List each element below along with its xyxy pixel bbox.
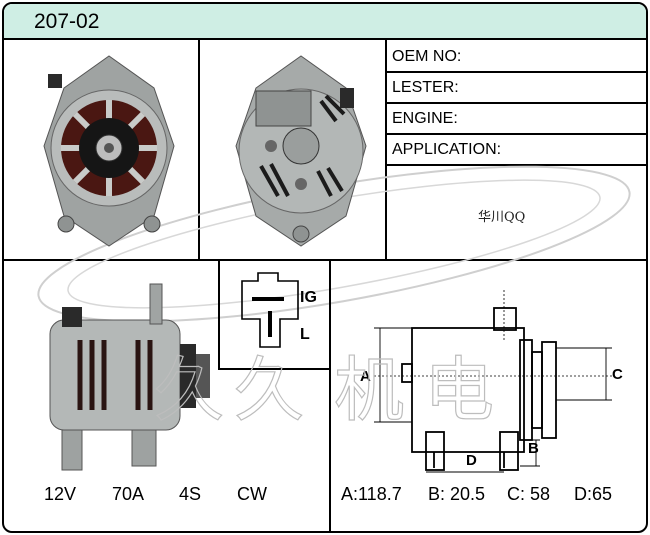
field-divider-3: [385, 133, 646, 135]
dimension-d-value: D:65: [574, 484, 613, 504]
terminal-l-label: L: [300, 326, 310, 343]
spec-rotation: CW: [237, 484, 267, 504]
spec-pulley: 4S: [179, 484, 202, 504]
connector-diagram: [241, 272, 299, 348]
dimension-b-value: B: 20.5: [428, 484, 486, 504]
dimension-letter-d: D: [466, 452, 477, 469]
terminal-ig-label: IG: [300, 289, 317, 306]
divider-middle: [4, 259, 646, 261]
dimension-letter-a: A: [360, 368, 371, 385]
application-label: APPLICATION:: [392, 141, 502, 158]
divider-top-left: [198, 40, 200, 259]
watermark-char-3: 机: [333, 348, 404, 431]
engine-label: ENGINE:: [392, 110, 458, 127]
alternator-side-photo: [49, 283, 210, 471]
watermark-qq: 华川QQ: [478, 210, 526, 225]
watermark-char-4: 电: [423, 348, 494, 431]
alternator-front-photo: [43, 55, 175, 247]
connector-box-bottom: [218, 368, 330, 370]
dimension-drawing: [374, 290, 614, 473]
dimension-c-value: C: 58: [507, 484, 551, 504]
field-divider-1: [385, 71, 646, 73]
alternator-rear-photo: [235, 55, 367, 247]
watermark-char-2: 久: [233, 348, 304, 431]
connector-box-right: [329, 259, 331, 369]
field-divider-2: [385, 102, 646, 104]
dimension-letter-b: B: [528, 440, 539, 457]
oem-no-label: OEM NO:: [392, 48, 462, 65]
spec-voltage: 12V: [44, 484, 77, 504]
dimension-letter-c: C: [612, 366, 623, 383]
part-number: 207-02: [34, 10, 100, 33]
watermark-char-1: 久: [153, 348, 224, 431]
connector-box-left: [218, 259, 220, 369]
header-bar: 207-02: [4, 4, 646, 40]
divider-top-right: [385, 40, 387, 259]
field-divider-4: [385, 164, 646, 166]
lester-label: LESTER:: [392, 79, 459, 96]
spec-amperage: 70A: [112, 484, 145, 504]
dimension-a-value: A:118.7: [341, 484, 402, 504]
divider-bottom: [329, 259, 331, 531]
